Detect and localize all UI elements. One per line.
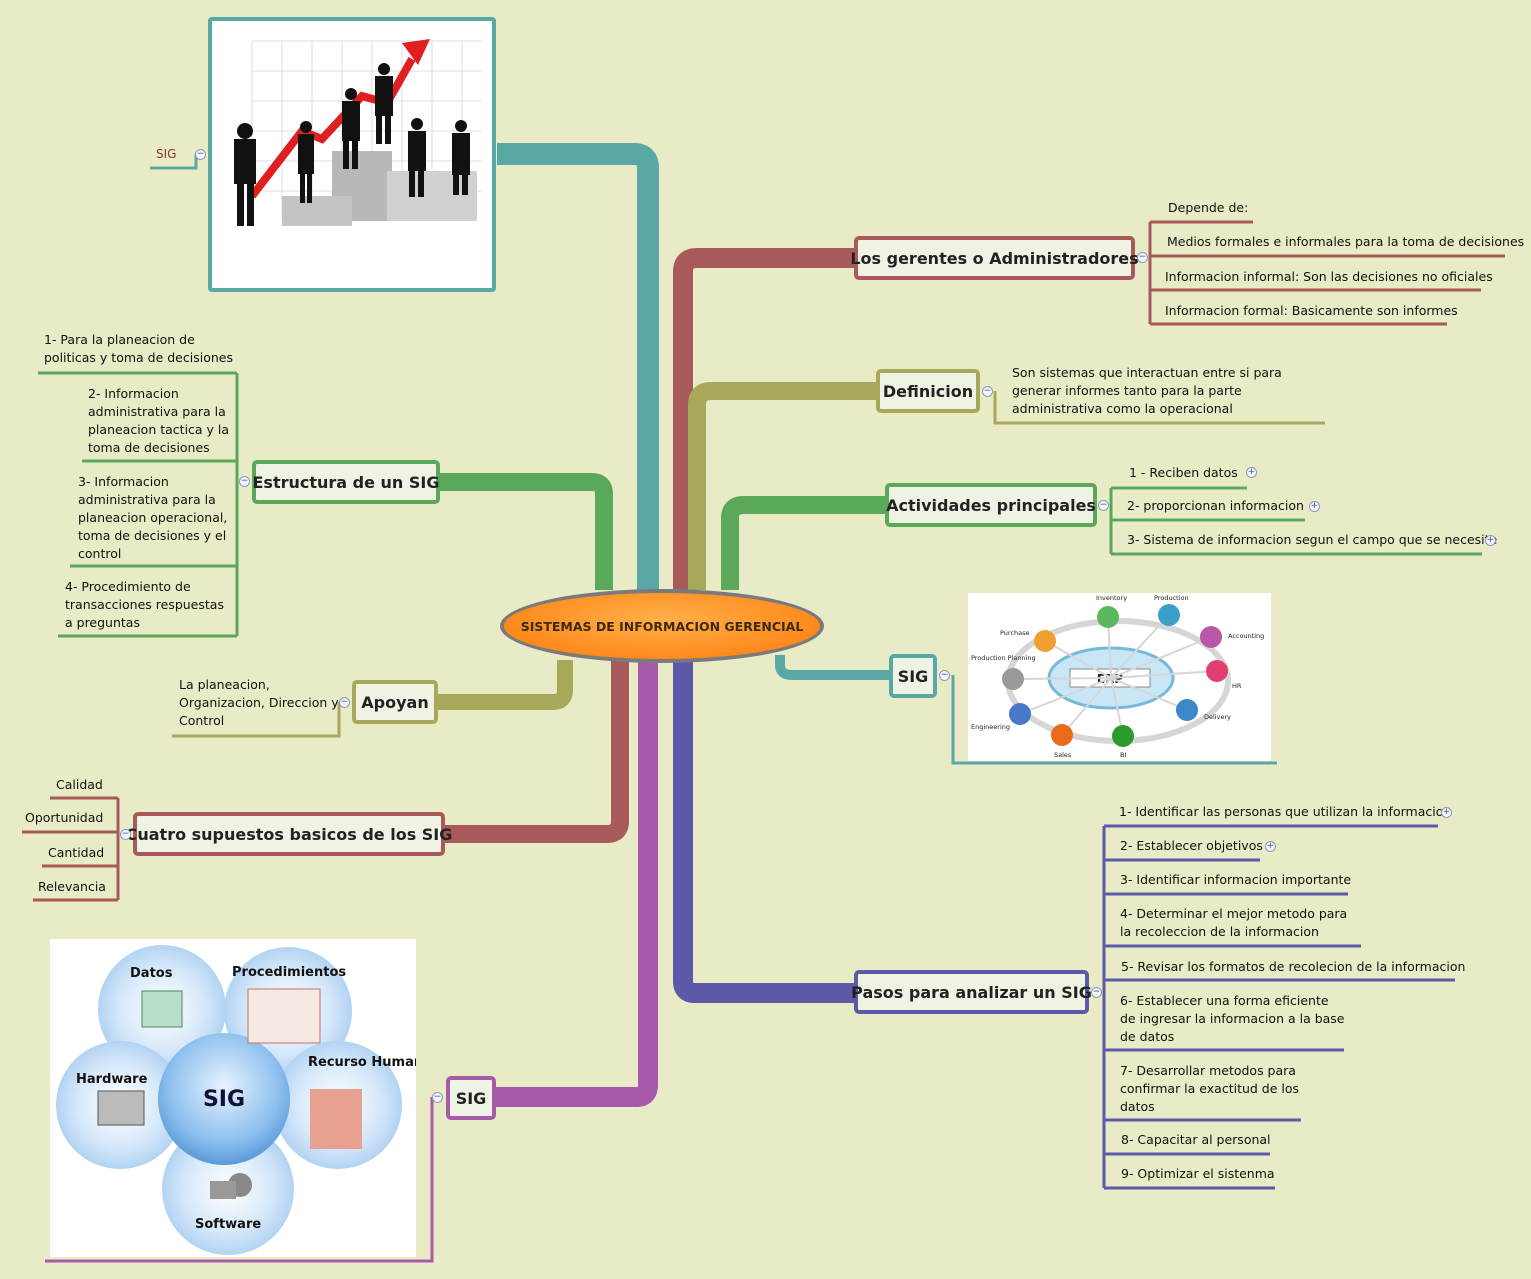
apoyan-collapse-icon[interactable]: − — [339, 697, 350, 708]
erp-module-accounting: Accounting — [1228, 632, 1264, 640]
actividades-item-3-expand-icon[interactable]: + — [1485, 535, 1496, 546]
gerentes-collapse-icon[interactable]: − — [1137, 252, 1148, 263]
erp-module-inventory: Inventory — [1096, 594, 1127, 602]
gerentes-item-1: Depende de: — [1168, 200, 1249, 215]
actividades-item-3: 3- Sistema de informacion segun el campo… — [1127, 532, 1498, 547]
link-sig-bottom — [495, 660, 658, 1107]
supuestos-branches — [22, 796, 120, 902]
node-sig-bottom[interactable]: SIG — [446, 1076, 496, 1120]
sig-part-software: Software — [195, 1217, 261, 1232]
erp-module-delivery: Delivery — [1204, 713, 1231, 721]
pasos-item-8: 8- Capacitar al personal — [1121, 1132, 1271, 1147]
erp-module-sales: Sales — [1054, 751, 1072, 759]
estructura-collapse-icon[interactable]: − — [239, 476, 250, 487]
pasos-item-1-expand-icon[interactable]: + — [1441, 807, 1452, 818]
erp-module-production-planning: Production Planning — [971, 654, 1036, 662]
sig-bottom-collapse-icon[interactable]: − — [432, 1092, 443, 1103]
pasos-collapse-icon[interactable]: − — [1091, 987, 1102, 998]
pasos-item-2: 2- Establecer objetivos — [1120, 838, 1263, 853]
estructura-branches — [38, 371, 239, 638]
top-image-collapse-icon[interactable]: − — [195, 149, 206, 160]
supuestos-item-1: Calidad — [56, 777, 103, 792]
pasos-item-4: 4- Determinar el mejor metodo para la re… — [1120, 906, 1348, 939]
node-pasos[interactable]: Pasos para analizar un SIG — [851, 970, 1092, 1014]
pasos-item-1: 1- Identificar las personas que utilizan… — [1119, 804, 1452, 819]
link-erp — [775, 655, 890, 680]
actividades-item-1-expand-icon[interactable]: + — [1246, 467, 1257, 478]
gerentes-branches — [1148, 220, 1505, 326]
pasos-item-7: 7- Desarrollar metodos para confirmar la… — [1120, 1063, 1300, 1114]
node-supuestos[interactable]: Cuatro supuestos basicos de los SIG — [126, 812, 452, 856]
definicion-collapse-icon[interactable]: − — [982, 386, 993, 397]
apoyan-text: La planeacion, Organizacion, Direccion y… — [179, 677, 339, 728]
estructura-item-4: 4- Procedimiento de transacciones respue… — [65, 579, 224, 630]
sig-part-recurso-humano: Recurso Humano — [308, 1055, 416, 1070]
pasos-item-9: 9- Optimizar el sistenma — [1121, 1166, 1275, 1181]
supuestos-collapse-icon[interactable]: − — [120, 829, 131, 840]
link-actividades — [721, 496, 886, 590]
estructura-item-1: 1- Para la planeacion de politicas y tom… — [44, 332, 233, 365]
supuestos-item-3: Cantidad — [48, 845, 105, 860]
estructura-item-2: 2- Informacion administrativa para la pl… — [88, 386, 230, 455]
link-top-image — [497, 143, 659, 590]
pasos-item-2-expand-icon[interactable]: + — [1265, 841, 1276, 852]
link-apoyan — [437, 660, 573, 710]
pasos-item-6: 6- Establecer una forma eficiente de ing… — [1120, 993, 1345, 1044]
erp-module-hr: HR — [1232, 682, 1242, 690]
erp-collapse-icon[interactable]: − — [939, 670, 950, 681]
actividades-item-2-expand-icon[interactable]: + — [1309, 501, 1320, 512]
supuestos-item-4: Relevancia — [38, 879, 106, 894]
erp-module-bi: BI — [1120, 751, 1126, 759]
sig-part-hardware: Hardware — [76, 1072, 148, 1087]
erp-module-purchase: Purchase — [1000, 629, 1030, 637]
erp-module-engineering: Engineering — [971, 723, 1010, 731]
link-supuestos — [445, 660, 629, 843]
link-estructura — [440, 473, 613, 590]
node-actividades[interactable]: Actividades principales — [885, 483, 1097, 527]
link-definicion — [688, 382, 877, 590]
erp-diagram-image: ERP Inventory Production Accounting HR D… — [968, 593, 1271, 761]
sig-components-diagram: SIG Datos Procedimientos Recurso Humano … — [56, 945, 432, 1255]
top-image-sig-label: SIG — [156, 147, 177, 161]
link-gerentes — [673, 248, 855, 590]
root-node[interactable]: SISTEMAS DE INFORMACION GERENCIAL — [500, 589, 824, 663]
node-definicion[interactable]: Definicion — [876, 369, 980, 413]
estructura-item-3: 3- Informacion administrativa para la pl… — [78, 474, 228, 561]
actividades-item-2: 2- proporcionan informacion — [1127, 498, 1304, 513]
business-growth-image — [208, 17, 496, 292]
node-estructura[interactable]: Estructura de un SIG — [252, 460, 440, 504]
node-erp-sig[interactable]: SIG — [889, 654, 937, 698]
link-pasos — [673, 660, 856, 1003]
gerentes-item-2: Medios formales e informales para la tom… — [1167, 234, 1525, 249]
sig-components-image: SIG Datos Procedimientos Recurso Humano … — [50, 939, 432, 1257]
sig-part-datos: Datos — [130, 966, 173, 981]
node-gerentes[interactable]: Los gerentes o Administradores — [850, 236, 1139, 280]
sig-part-procedimientos: Procedimientos — [232, 965, 346, 980]
business-growth-illustration — [234, 39, 482, 226]
definicion-text: Son sistemas que interactuan entre si pa… — [1012, 365, 1282, 416]
gerentes-item-3: Informacion informal: Son las decisiones… — [1165, 269, 1493, 284]
sig-core-label: SIG — [203, 1087, 245, 1112]
actividades-collapse-icon[interactable]: − — [1098, 500, 1109, 511]
erp-module-production: Production — [1154, 594, 1189, 602]
actividades-branches — [1109, 486, 1482, 556]
pasos-branches — [1102, 824, 1455, 1190]
erp-diagram: ERP Inventory Production Accounting HR D… — [971, 594, 1264, 759]
gerentes-item-4: Informacion formal: Basicamente son info… — [1165, 303, 1458, 318]
pasos-item-3: 3- Identificar informacion importante — [1120, 872, 1352, 887]
supuestos-item-2: Oportunidad — [25, 810, 104, 825]
pasos-item-5: 5- Revisar los formatos de recolecion de… — [1121, 959, 1466, 974]
node-apoyan[interactable]: Apoyan — [352, 680, 438, 724]
actividades-item-1: 1 - Reciben datos — [1129, 465, 1238, 480]
